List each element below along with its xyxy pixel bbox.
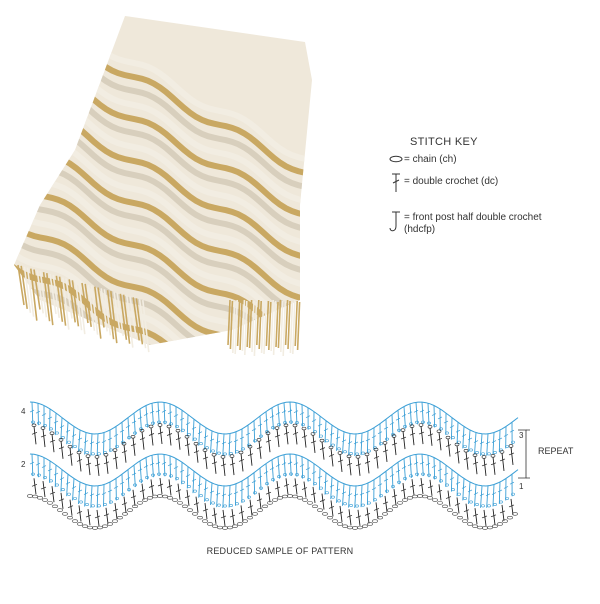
key-label-double-crochet: = double crochet (dc)	[404, 176, 499, 187]
row-number-2: 2	[21, 460, 26, 469]
stitch-key-title: STITCH KEY	[410, 136, 478, 148]
repeat-label: REPEAT	[538, 446, 574, 456]
row-number-4: 4	[21, 407, 26, 416]
double-crochet-symbol-icon	[392, 173, 400, 192]
key-label-front-post-half-double-crochet: = front post half double crochet (hdcfp)	[404, 212, 542, 235]
crochet-chart	[27, 401, 530, 530]
chart-caption: REDUCED SAMPLE OF PATTERN	[206, 546, 354, 556]
chain-symbol-icon	[389, 155, 403, 163]
afghan-fringe	[17, 264, 301, 357]
front-post-half-double-crochet-symbol-icon	[389, 211, 400, 232]
afghan-photo	[14, 16, 312, 357]
key-label-chain: = chain (ch)	[404, 154, 457, 165]
repeat-bracket	[518, 429, 530, 479]
row-number-1: 1	[519, 482, 524, 491]
row-number-3: 3	[519, 431, 524, 440]
